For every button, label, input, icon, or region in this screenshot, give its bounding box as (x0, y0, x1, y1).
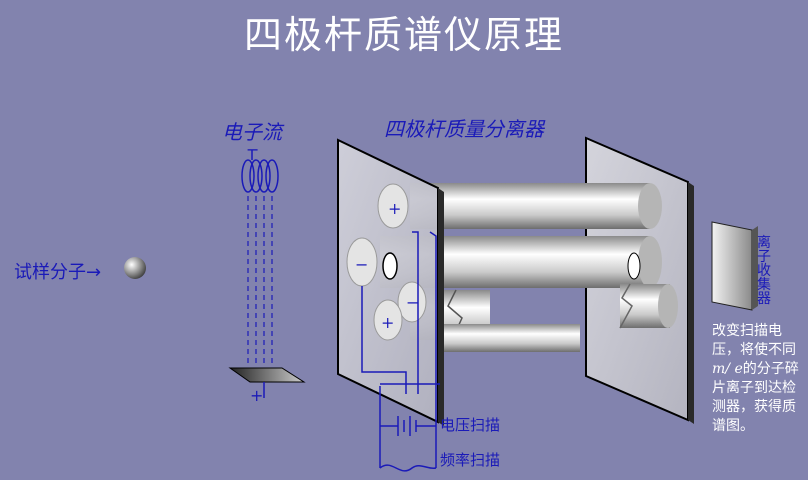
voltage-wires (361, 231, 440, 472)
quad-separator-label: 四极杆质量分离器 (384, 117, 544, 141)
rod-lower-right (619, 283, 678, 329)
filament-coil (241, 150, 279, 193)
anode-plate (228, 367, 306, 398)
ion-collector (711, 221, 758, 311)
anode-plus-sign: + (250, 386, 264, 405)
rod-sign-plus-top: + (388, 199, 401, 218)
description-me: m/ e (712, 361, 743, 377)
electron-stream-label: 电子流 (222, 120, 282, 144)
collector-label: 离子收集器 (757, 235, 771, 307)
sample-molecule-sphere (124, 257, 146, 279)
sample-molecule-label: 试样分子→ (14, 262, 102, 283)
voltage-scan-label: 电压扫描 (440, 416, 501, 434)
rod-sign-minus-left: − (355, 255, 368, 274)
description-part2: 的分子碎片离子到达检测器，获得质谱图。 (712, 361, 799, 434)
electron-stream-lines (247, 196, 273, 364)
exit-aperture (627, 252, 641, 280)
rod-sign-minus-right: − (406, 293, 419, 312)
description-text: 改变扫描电压，将使不同 m/ e的分子碎片离子到达检测器，获得质谱图。 (712, 322, 804, 436)
rod-top (410, 183, 662, 229)
front-plate (337, 138, 444, 426)
filament-minus-sign: − (246, 140, 260, 159)
rod-sign-plus-bottom: + (381, 313, 394, 332)
description-part1: 改变扫描电压，将使不同 (712, 323, 796, 358)
freq-scan-label: 频率扫描 (440, 451, 501, 469)
page-title: 四极杆质谱仪原理 (243, 13, 564, 57)
